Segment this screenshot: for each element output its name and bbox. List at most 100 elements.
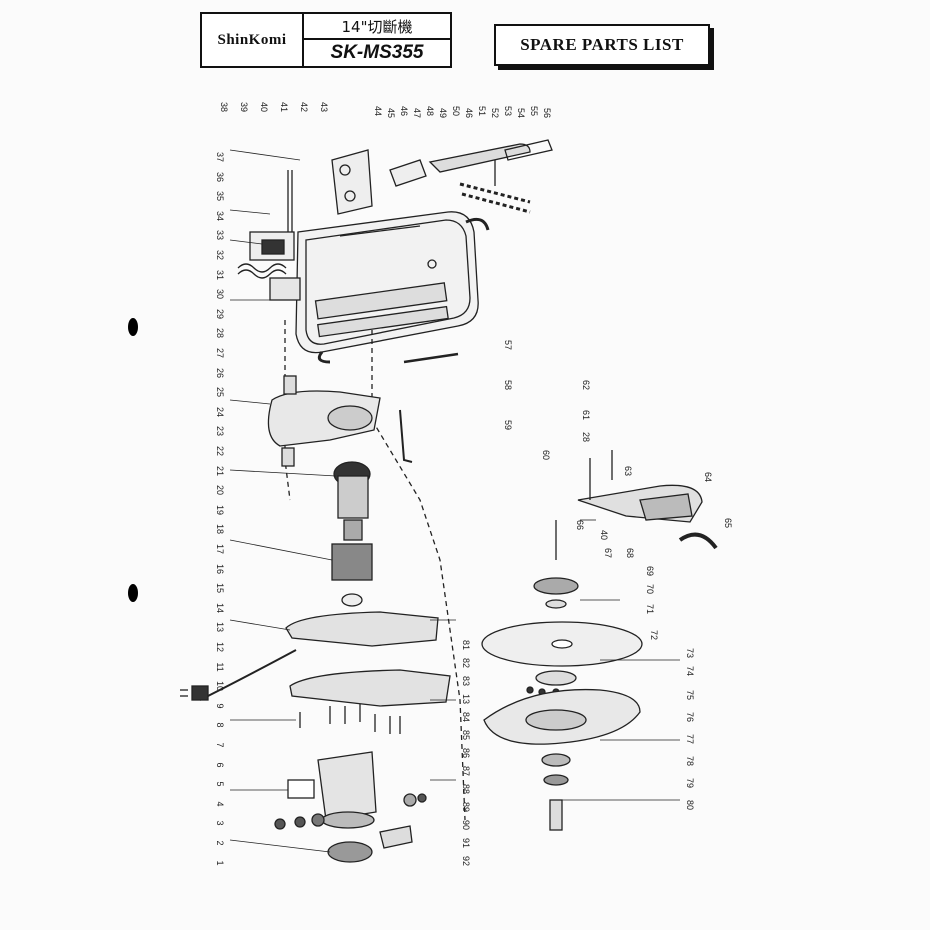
callout-left-40: 40 [259,101,269,112]
callout-left-27: 27 [215,347,225,358]
callout-left-12: 12 [215,641,225,652]
callout-middle-72: 72 [649,629,659,640]
callout-column-90: 90 [461,819,471,830]
callout-middle-62: 62 [581,379,591,390]
callout-top-47: 47 [412,107,422,118]
cutoff-wheel [481,621,643,667]
product-name: 14"切斷機 [304,14,450,40]
callout-middle-65: 65 [723,517,733,528]
leader-lines [229,149,680,853]
punch-hole-upper [128,318,138,336]
callout-middle-78: 78 [685,755,695,766]
callout-left-18: 18 [215,524,225,535]
callout-middle-69: 69 [645,565,655,576]
callout-left-31: 31 [215,269,225,280]
screw-row [299,704,401,734]
spindle-parts [541,753,571,831]
callout-left-32: 32 [215,249,225,260]
callout-left-26: 26 [215,367,225,378]
callout-middle-70: 70 [645,583,655,594]
callout-left-3: 3 [215,820,225,826]
callout-left-15: 15 [215,583,225,594]
callout-top-44: 44 [373,105,383,116]
callout-column-86: 86 [461,747,471,758]
callout-left-21: 21 [215,465,225,476]
callout-left-17: 17 [215,543,225,554]
callout-middle-73: 73 [685,647,695,658]
callout-middle-66: 66 [575,519,585,530]
callout-middle-79: 79 [685,777,695,788]
callout-left-23: 23 [215,426,225,437]
callout-top-48: 48 [425,105,435,116]
callout-middle-40: 40 [599,529,609,540]
callout-column-89: 89 [461,801,471,812]
callout-column-83: 83 [461,675,471,686]
callout-left-25: 25 [215,387,225,398]
vise-lever [389,139,553,187]
punch-hole-lower [128,584,138,602]
callout-left-37: 37 [215,151,225,162]
arm-housing [267,352,459,467]
callout-left-2: 2 [215,840,225,846]
brand-logo: ShinKomi [202,14,304,66]
callout-left-43: 43 [319,101,329,112]
callout-middle-58: 58 [503,379,513,390]
fence-plate [331,149,373,215]
callout-left-38: 38 [219,101,229,112]
callout-middle-74: 74 [685,665,695,676]
callout-left-4: 4 [215,801,225,807]
callout-left-30: 30 [215,289,225,300]
callout-top-54: 54 [516,107,526,118]
callout-left-42: 42 [299,101,309,112]
callout-middle-59: 59 [503,419,513,430]
callout-middle-67: 67 [603,547,613,558]
callout-left-20: 20 [215,485,225,496]
callout-middle-28: 28 [581,431,591,442]
callout-top-50: 50 [451,105,461,116]
callout-middle-76: 76 [685,711,695,722]
callout-left-16: 16 [215,563,225,574]
callout-column-88: 88 [461,783,471,794]
callout-top-49: 49 [438,107,448,118]
callout-column-92: 92 [461,855,471,866]
callout-top-56: 56 [542,107,552,118]
chain-links [459,182,531,214]
callout-middle-61: 61 [581,409,591,420]
callout-left-9: 9 [215,703,225,709]
callout-top-51: 51 [477,105,487,116]
callout-top-46: 46 [399,105,409,116]
power-cord [180,649,297,701]
base-plate [295,211,479,354]
spare-parts-list-title: SPARE PARTS LIST [494,24,710,66]
wheel-guard [483,688,641,745]
title-block: ShinKomi 14"切斷機 SK-MS355 [200,12,452,68]
callout-left-41: 41 [279,101,289,112]
callout-middle-57: 57 [503,339,513,350]
callout-column-82: 82 [461,657,471,668]
callout-top-55: 55 [529,105,539,116]
callout-left-8: 8 [215,722,225,728]
callout-left-10: 10 [215,681,225,692]
callout-left-28: 28 [215,328,225,339]
callout-top-45: 45 [386,107,396,118]
motor-cover-upper [285,611,451,707]
callout-left-7: 7 [215,742,225,748]
callout-left-33: 33 [215,230,225,241]
callout-column-81: 81 [461,639,471,650]
blade-guard [577,450,718,550]
callout-left-35: 35 [215,191,225,202]
callout-left-11: 11 [215,661,225,672]
callout-left-36: 36 [215,171,225,182]
callout-left-1: 1 [215,860,225,866]
callout-column-91: 91 [461,837,471,848]
callout-middle-71: 71 [645,603,655,614]
callout-middle-80: 80 [685,799,695,810]
vise-assembly [237,170,301,301]
callout-left-14: 14 [215,602,225,613]
callout-middle-63: 63 [623,465,633,476]
callout-middle-68: 68 [625,547,635,558]
model-column: 14"切斷機 SK-MS355 [304,14,450,66]
